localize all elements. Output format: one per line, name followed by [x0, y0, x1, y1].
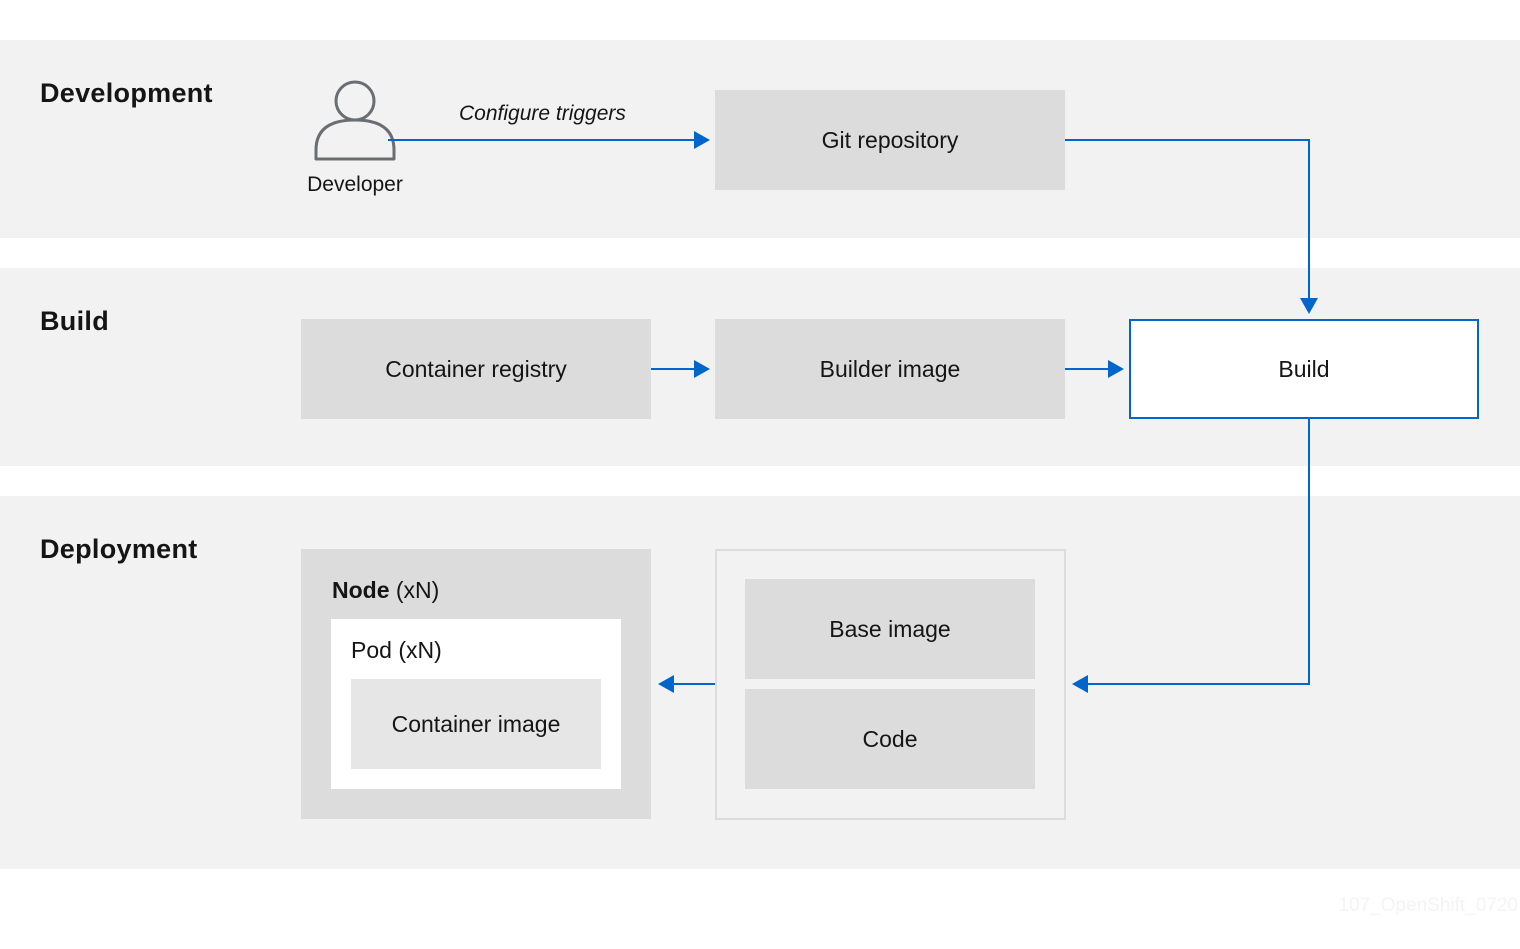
base-image-box: Base image	[745, 579, 1035, 679]
images-to-node-arrowhead	[658, 675, 674, 693]
build-box: Build	[1129, 319, 1479, 419]
git-repository-box: Git repository	[715, 90, 1065, 190]
build-label: Build	[1278, 355, 1330, 382]
node-label-count: (xN)	[389, 577, 440, 603]
developer-to-git-arrowhead	[694, 131, 710, 149]
builder-to-build-arrowhead	[1108, 360, 1124, 378]
development-lane-title: Development	[40, 78, 213, 108]
base-image-label: Base image	[829, 615, 951, 642]
figure-id-watermark: 107_OpenShift_0720	[1338, 895, 1518, 916]
container-registry-label: Container registry	[385, 355, 567, 382]
builder-image-label: Builder image	[819, 355, 961, 382]
person-icon	[314, 80, 396, 161]
developer-actor: Developer	[290, 78, 420, 203]
git-to-build-line	[1065, 139, 1310, 298]
code-label: Code	[862, 725, 918, 752]
node-label: Node (xN)	[332, 577, 439, 604]
container-image-label: Container image	[391, 710, 561, 737]
build-lane-title: Build	[40, 306, 109, 336]
container-image-box: Container image	[351, 679, 601, 769]
developer-label: Developer	[307, 173, 403, 196]
configure-triggers-label: Configure triggers	[459, 102, 626, 125]
pod-box: Pod (xN) Container image	[331, 619, 621, 789]
node-label-name: Node	[332, 577, 390, 603]
node-box: Node (xN) Pod (xN) Container image	[301, 549, 651, 819]
code-box: Code	[745, 689, 1035, 789]
builder-image-box: Builder image	[715, 319, 1065, 419]
git-to-build-arrowhead	[1300, 298, 1318, 314]
git-repository-label: Git repository	[821, 126, 959, 153]
registry-to-builder-arrowhead	[694, 360, 710, 378]
build-to-images-arrowhead	[1072, 675, 1088, 693]
deployment-lane-title: Deployment	[40, 534, 198, 564]
build-to-images-line	[1088, 419, 1310, 685]
container-registry-box: Container registry	[301, 319, 651, 419]
pod-label: Pod (xN)	[351, 637, 442, 663]
